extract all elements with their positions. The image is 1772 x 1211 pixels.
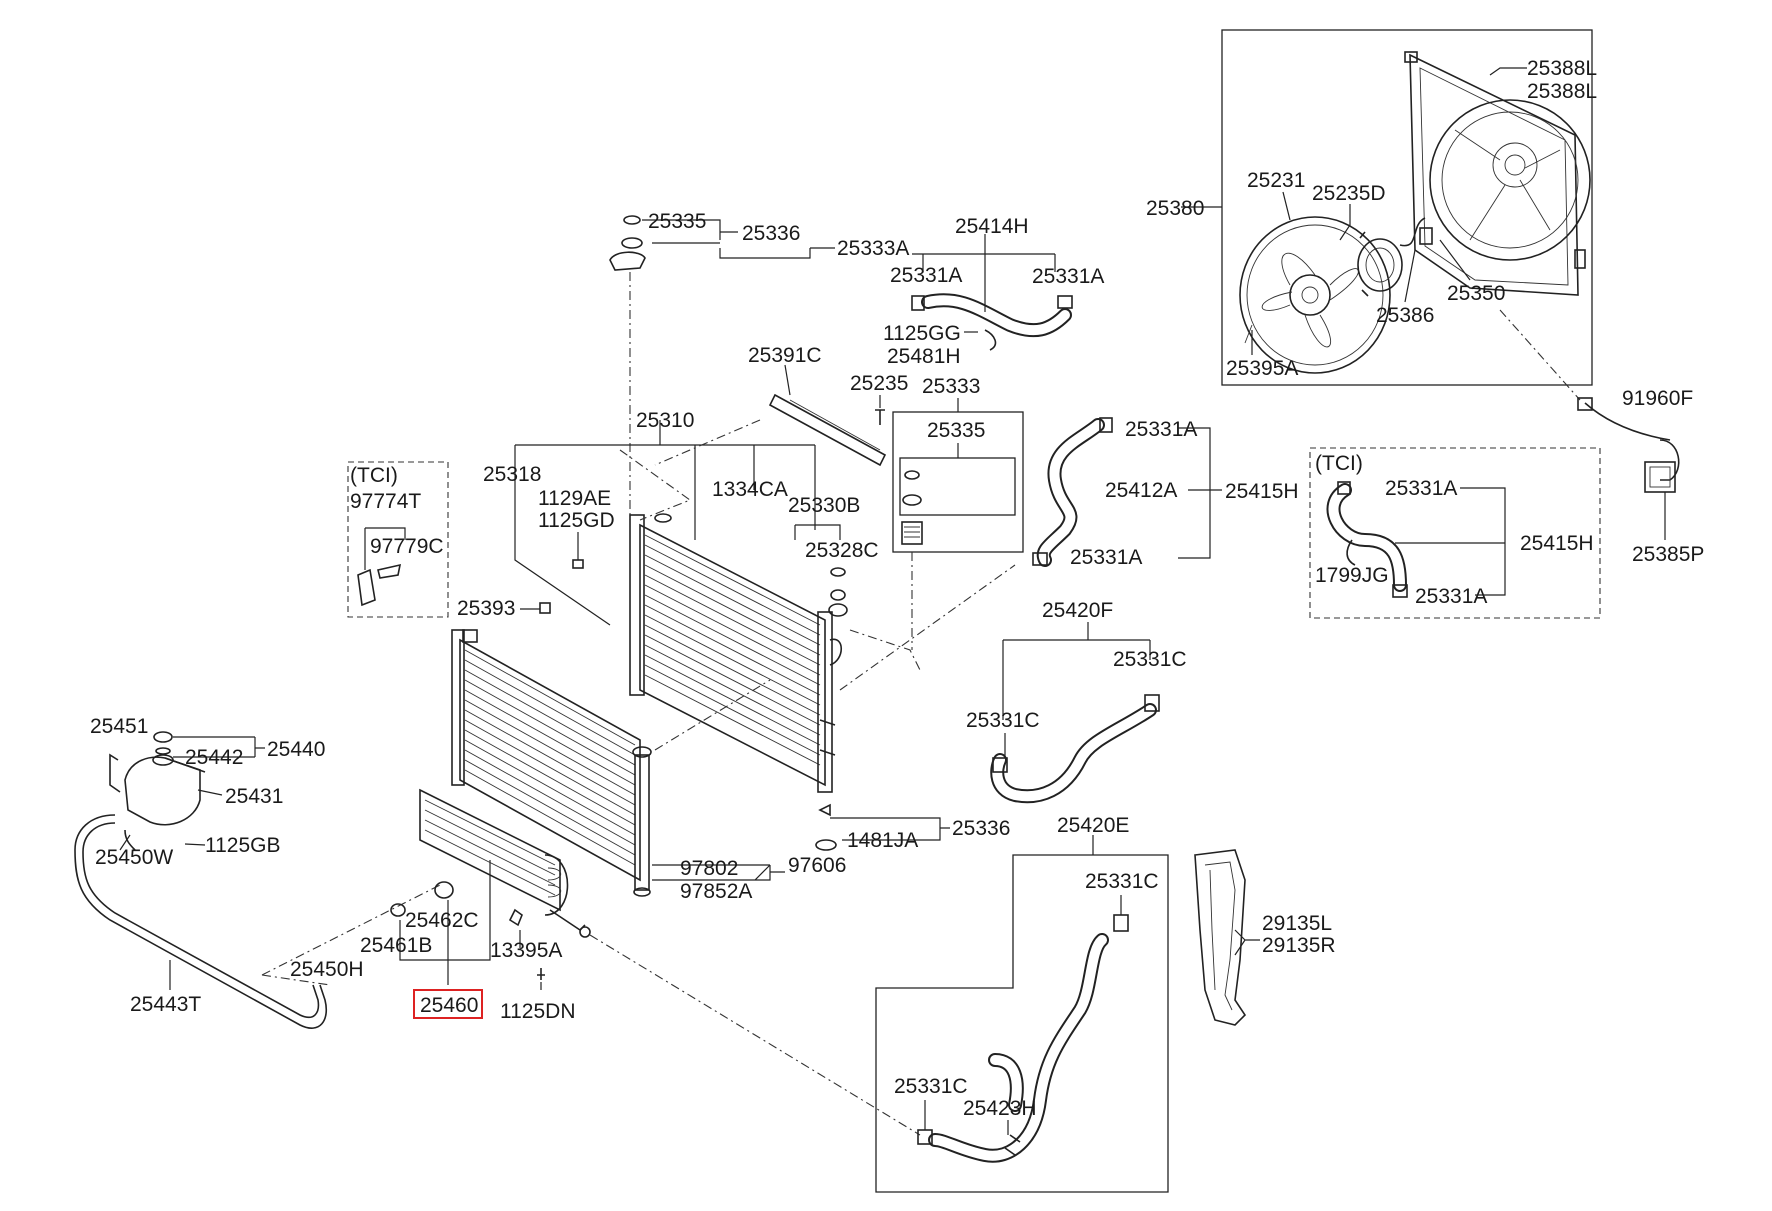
label-25450w: 25450W (95, 846, 173, 869)
label-25380: 25380 (1146, 197, 1204, 220)
label-25460[interactable]: 25460 (420, 994, 478, 1017)
label-25388l: 25388L (1527, 80, 1597, 103)
label-25393: 25393 (457, 597, 515, 620)
condenser-97606: 97802 97606 97852A (451, 629, 846, 903)
bracket-group: 25391C 25235 25333 25335 (748, 344, 1024, 650)
label-1125dn: 1125DN (500, 1000, 576, 1023)
label-25331a: 25331A (1385, 477, 1457, 500)
label-25331a: 25331A (1125, 418, 1197, 441)
label-91960f: 91960F (1622, 387, 1693, 410)
label-29135r: 29135R (1262, 934, 1336, 957)
label-25318: 25318 (483, 463, 541, 486)
label-25235: 25235 (850, 372, 908, 395)
label-25235d: 25235D (1312, 182, 1386, 205)
mount-group: 25336 1481JA (815, 803, 1010, 852)
label-1481ja: 1481JA (847, 829, 918, 852)
label-25423h: 25423H (963, 1097, 1037, 1120)
hose-25412a: 25331A 25412A 25415H 25331A (1032, 417, 1299, 569)
label-25391c: 25391C (748, 344, 822, 367)
tci-hose-group: (TCI) 25331A 25415H 1799JG 25331A (1309, 447, 1601, 619)
label-25335: 25335 (927, 419, 985, 442)
label-25440: 25440 (267, 738, 325, 761)
label-1334ca: 1334CA (712, 478, 788, 501)
label-25481h: 25481H (887, 345, 961, 368)
label-25420f: 25420F (1042, 599, 1113, 622)
label-25431: 25431 (225, 785, 283, 808)
label-97852a: 97852A (680, 880, 752, 903)
label-1129ae: 1129AE (538, 487, 611, 510)
label-25330b: 25330B (788, 494, 860, 517)
label-25231: 25231 (1247, 169, 1305, 192)
label-1125gb: 1125GB (205, 834, 281, 857)
label-25415h: 25415H (1225, 480, 1299, 503)
reservoir-group: 25451 25442 25440 25431 1125GB 25450W (90, 715, 325, 869)
label-25333: 25333 (922, 375, 980, 398)
label-97774t: 97774T (350, 490, 421, 513)
label-25442: 25442 (185, 746, 243, 769)
label-25462c: 25462C (405, 909, 479, 932)
label-25336: 25336 (952, 817, 1010, 840)
lower-hose-box: 25420E 25331C 25331C 25423H (875, 814, 1169, 1193)
label-25415h: 25415H (1520, 532, 1594, 555)
oil-cooler-25460: 25462C 25461B 13395A 25460 1125DN (360, 788, 921, 1136)
label-25331c: 25331C (894, 1075, 968, 1098)
radiator-25310: 25310 25318 1129AE 1125GD 1334CA 25330B … (457, 409, 1016, 793)
label-25350: 25350 (1447, 282, 1505, 305)
label-97606: 97606 (788, 854, 846, 877)
label-1125gg: 1125GG (883, 322, 961, 345)
label-13395a: 13395A (490, 939, 562, 962)
label-25443t: 25443T (130, 993, 201, 1016)
label-1799jg: 1799JG (1315, 564, 1389, 587)
label-25328c: 25328C (805, 539, 879, 562)
label-25331a: 25331A (890, 264, 962, 287)
fan-assembly: 25388L 25388L 25231 25235D 25380 25386 2… (1146, 29, 1597, 386)
upper-hose-25414h: 25414H 25331A 25331A 1125GG 25481H (883, 215, 1104, 368)
reservoir-hose-group: 25443T 25450H (74, 814, 441, 1029)
label-25388l: 25388L (1527, 57, 1597, 80)
label-25336: 25336 (742, 222, 800, 245)
hose-25420f: 25420F 25331C 25331C (966, 599, 1187, 804)
tci-bracket-group: (TCI) 97774T 97779C (347, 461, 449, 618)
highlight-box (413, 989, 483, 1019)
label-25335: 25335 (648, 210, 706, 233)
label-25386: 25386 (1376, 304, 1434, 327)
label-25450h: 25450H (290, 958, 364, 981)
cap-group: 25335 25336 25333A (609, 210, 909, 520)
label-25310: 25310 (636, 409, 694, 432)
shield-29135: 29135L 29135R (1194, 849, 1336, 1026)
label-25331c: 25331C (1085, 870, 1159, 893)
label-25333a: 25333A (837, 237, 909, 260)
label-25331a: 25331A (1070, 546, 1142, 569)
harness-91960f: 91960F 25385P (1499, 309, 1704, 566)
label-25331a: 25331A (1032, 265, 1104, 288)
tci-label: (TCI) (350, 464, 398, 487)
label-25331a: 25331A (1415, 585, 1487, 608)
label-25331c: 25331C (966, 709, 1040, 732)
tci-label: (TCI) (1315, 452, 1363, 475)
label-25331c: 25331C (1113, 648, 1187, 671)
label-25414h: 25414H (955, 215, 1029, 238)
label-97802: 97802 (680, 857, 738, 880)
label-97779c: 97779C (370, 535, 444, 558)
label-25420e: 25420E (1057, 814, 1129, 837)
label-29135l: 29135L (1262, 912, 1332, 935)
label-25451: 25451 (90, 715, 148, 738)
label-25395a: 25395A (1226, 357, 1298, 380)
label-1125gd: 1125GD (538, 509, 615, 532)
label-25461b: 25461B (360, 934, 432, 957)
label-25412a: 25412A (1105, 479, 1177, 502)
label-25385p: 25385P (1632, 543, 1704, 566)
